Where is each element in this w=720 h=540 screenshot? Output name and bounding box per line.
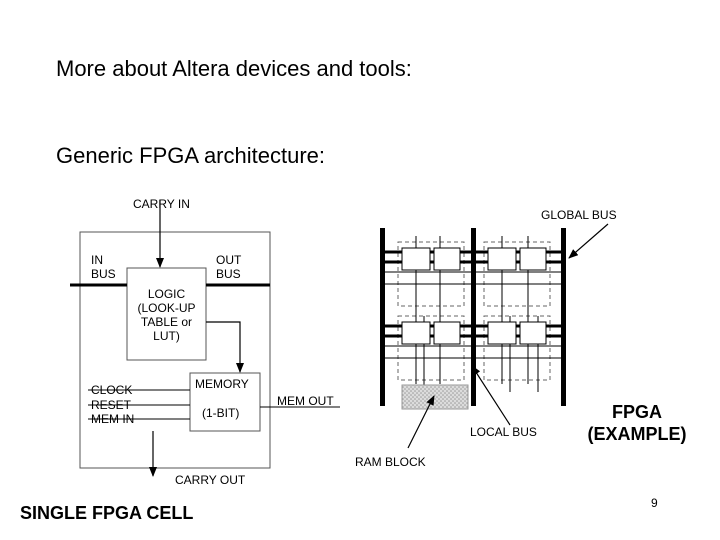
lut-label: LOGIC (LOOK-UP TABLE or LUT): [127, 287, 206, 343]
logic-square: [401, 247, 431, 271]
local-bus-label: LOCAL BUS: [470, 425, 537, 439]
in-bus-label-line: BUS: [91, 267, 116, 281]
cell-outline-dashed: [397, 315, 465, 381]
global-bus-bar: [471, 228, 476, 406]
mem-in-label: MEM IN: [91, 412, 135, 426]
in-bus-label: IN BUS: [91, 253, 116, 281]
single-cell-title: SINGLE FPGA CELL: [20, 503, 194, 523]
lut-label-line: (LOOK-UP: [137, 301, 196, 315]
slide-heading-1: More about Altera devices and tools:: [56, 56, 412, 81]
lut-label-line: TABLE or: [140, 315, 193, 329]
out-bus-label-line: OUT: [216, 253, 242, 267]
cell-outline-dashed: [397, 241, 465, 307]
logic-square: [487, 247, 517, 271]
out-bus-label: OUT BUS: [216, 253, 241, 281]
carry-out-label: CARRY OUT: [175, 473, 246, 487]
memory-bit-label: (1-BIT): [202, 406, 240, 420]
lut-box: [126, 267, 207, 361]
cell-outline: [79, 231, 271, 469]
logic-square: [433, 321, 461, 345]
ram-block-label: RAM BLOCK: [355, 455, 426, 469]
carry-in-label: CARRY IN: [133, 197, 190, 211]
fpga-title-line: (EXAMPLE): [587, 424, 687, 444]
ram-block-pointer: [407, 395, 435, 449]
ram-block: [401, 384, 469, 410]
global-bus-bar: [561, 228, 566, 406]
mem-out-label: MEM OUT: [277, 394, 334, 408]
fpga-example-title: FPGA (EXAMPLE): [582, 401, 692, 445]
memory-box: [189, 372, 261, 432]
cell-outline-dashed: [483, 241, 551, 307]
clock-label: CLOCK: [91, 383, 133, 397]
global-bus-pointer: [568, 223, 609, 259]
local-bus-pointer: [471, 365, 511, 426]
global-bus-label: GLOBAL BUS: [541, 208, 617, 222]
control-inputs-label: CLOCK RESET MEM IN: [91, 383, 134, 427]
logic-square: [519, 247, 547, 271]
global-bus-bar: [380, 228, 385, 406]
lut-to-memory-arrow: [206, 321, 244, 373]
fpga-title-line: FPGA: [611, 402, 662, 422]
logic-square: [401, 321, 431, 345]
logic-square: [487, 321, 517, 345]
page-number: 9: [651, 496, 658, 510]
in-bus-label-line: IN: [91, 253, 103, 267]
fpga-example-diagram: [380, 223, 609, 449]
logic-square: [433, 247, 461, 271]
slide-heading-2: Generic FPGA architecture:: [56, 143, 325, 168]
logic-square: [519, 321, 547, 345]
lut-label-line: LOGIC: [147, 287, 186, 301]
memory-label: MEMORY: [195, 377, 249, 391]
fpga-cell-diagram: [70, 200, 340, 477]
cell-outline-dashed: [483, 315, 551, 381]
reset-label: RESET: [91, 397, 132, 412]
out-bus-label-line: BUS: [216, 267, 241, 281]
lut-label-line: LUT): [153, 329, 180, 343]
